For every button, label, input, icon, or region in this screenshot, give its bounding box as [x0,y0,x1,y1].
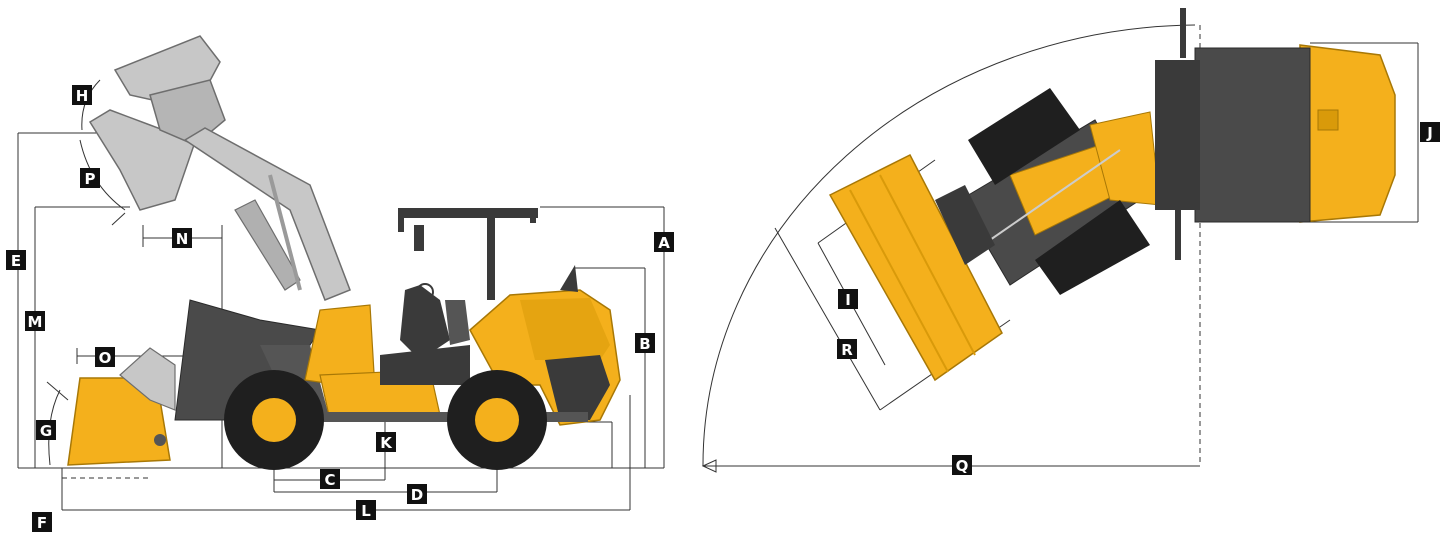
svg-text:P: P [85,170,96,188]
dimension-label-C: C [320,469,340,489]
svg-text:K: K [380,434,393,452]
svg-text:E: E [11,252,21,270]
svg-text:B: B [639,335,650,353]
dimension-label-J: J [1420,122,1440,142]
dimension-label-A: A [654,232,674,252]
dimension-label-R: R [837,339,857,359]
top-frame [959,111,1161,286]
front-wheel [224,370,324,470]
svg-text:D: D [411,486,423,504]
raised-bucket [88,35,226,211]
svg-text:H: H [76,87,89,105]
svg-text:C: C [324,471,335,489]
dimension-label-B: B [635,333,655,353]
dimension-label-G: G [36,420,56,440]
svg-text:M: M [28,313,43,331]
svg-text:N: N [176,230,189,248]
top-front-tire-lower [1035,200,1150,295]
svg-text:R: R [841,341,853,359]
dimension-label-O: O [95,347,115,367]
top-view [701,8,1419,473]
dimension-label-L: L [356,500,376,520]
svg-text:A: A [658,234,670,252]
svg-text:G: G [40,422,52,440]
dimension-label-I: I [838,289,858,309]
top-bucket [828,153,1003,382]
side-view [17,35,665,511]
dimension-label-P: P [80,168,100,188]
dimension-label-F: F [32,512,52,532]
svg-text:F: F [37,514,47,532]
dimension-label-E: E [6,250,26,270]
dimension-label-H: H [72,85,92,105]
top-front-tire-upper [968,88,1080,185]
svg-text:L: L [361,502,371,520]
rops-canopy [398,208,538,360]
svg-text:J: J [1426,124,1433,142]
lowered-bucket [67,347,176,466]
top-rear-body [1155,8,1396,260]
rear-wheel [447,370,547,470]
svg-text:O: O [99,349,112,367]
raised-lift-arm [183,127,351,301]
dimension-label-D: D [407,484,427,504]
dimension-label-Q: Q [952,455,972,475]
dimension-label-N: N [172,228,192,248]
dimension-label-K: K [376,432,396,452]
svg-text:Q: Q [956,457,969,475]
dimension-label-M: M [25,311,45,331]
svg-text:I: I [845,291,851,309]
